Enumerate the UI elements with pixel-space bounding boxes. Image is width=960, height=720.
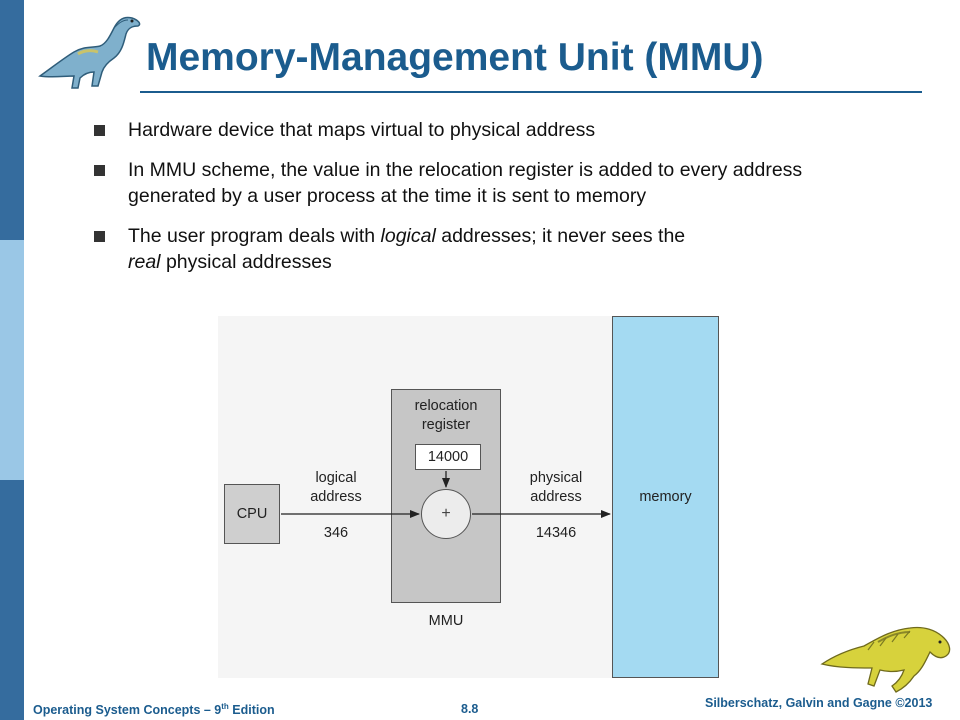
footer-left-sup: th: [221, 702, 229, 711]
mmu-label: MMU: [428, 613, 464, 629]
footer-left-prefix: Operating System Concepts – 9: [33, 703, 222, 718]
bullet-text: In MMU scheme, the value in the relocati…: [128, 159, 803, 207]
logical-address-label: logical address: [296, 469, 376, 507]
relocation-register-label: relocation register: [391, 397, 501, 435]
dinosaur-bottom-icon: [820, 626, 951, 693]
bullet-text-part: physical addresses: [160, 251, 332, 273]
bullet-text-part: The user program deals with: [128, 225, 381, 247]
relocation-label-line2: register: [421, 417, 471, 433]
adder-circle: +: [421, 489, 471, 539]
bullet-square-icon: [94, 165, 105, 176]
bullet-text: Hardware device that maps virtual to phy…: [128, 119, 596, 141]
bullet-list: Hardware device that maps virtual to phy…: [92, 117, 852, 289]
footer-page-number: 8.8: [461, 702, 479, 716]
bullet-emphasis-real: real: [128, 251, 161, 273]
relocation-label-line1: relocation: [414, 398, 478, 414]
slide-title: Memory-Management Unit (MMU): [146, 36, 764, 79]
bullet-square-icon: [94, 125, 105, 136]
title-underline: [140, 91, 922, 93]
physical-address-label: physical address: [515, 469, 597, 507]
cpu-box: CPU: [224, 484, 280, 544]
register-value-box: 14000: [415, 444, 481, 470]
memory-box: memory: [612, 316, 719, 678]
physical-label-line1: physical: [529, 470, 583, 486]
left-stripe-top: [0, 0, 24, 240]
left-stripe-bottom: [0, 480, 24, 720]
bullet-square-icon: [94, 231, 105, 242]
bullet-item: Hardware device that maps virtual to phy…: [92, 117, 852, 143]
physical-label-line2: address: [530, 489, 582, 505]
bullet-item: The user program deals with logical addr…: [92, 223, 852, 275]
left-stripe-middle: [0, 240, 24, 480]
bullet-item: In MMU scheme, the value in the relocati…: [92, 157, 852, 209]
physical-address-value: 14346: [535, 525, 577, 541]
footer-right: Silberschatz, Galvin and Gagne ©2013: [705, 696, 933, 710]
logical-address-value: 346: [323, 525, 349, 541]
logical-label-line2: address: [310, 489, 362, 505]
logical-label-line1: logical: [315, 470, 357, 486]
dinosaur-top-icon: [38, 16, 141, 89]
bullet-text-part: addresses; it never sees the: [435, 225, 686, 247]
bullet-emphasis-logical: logical: [380, 225, 436, 247]
footer-left: Operating System Concepts – 9th Edition: [33, 702, 275, 717]
footer-left-suffix: Edition: [228, 703, 275, 718]
